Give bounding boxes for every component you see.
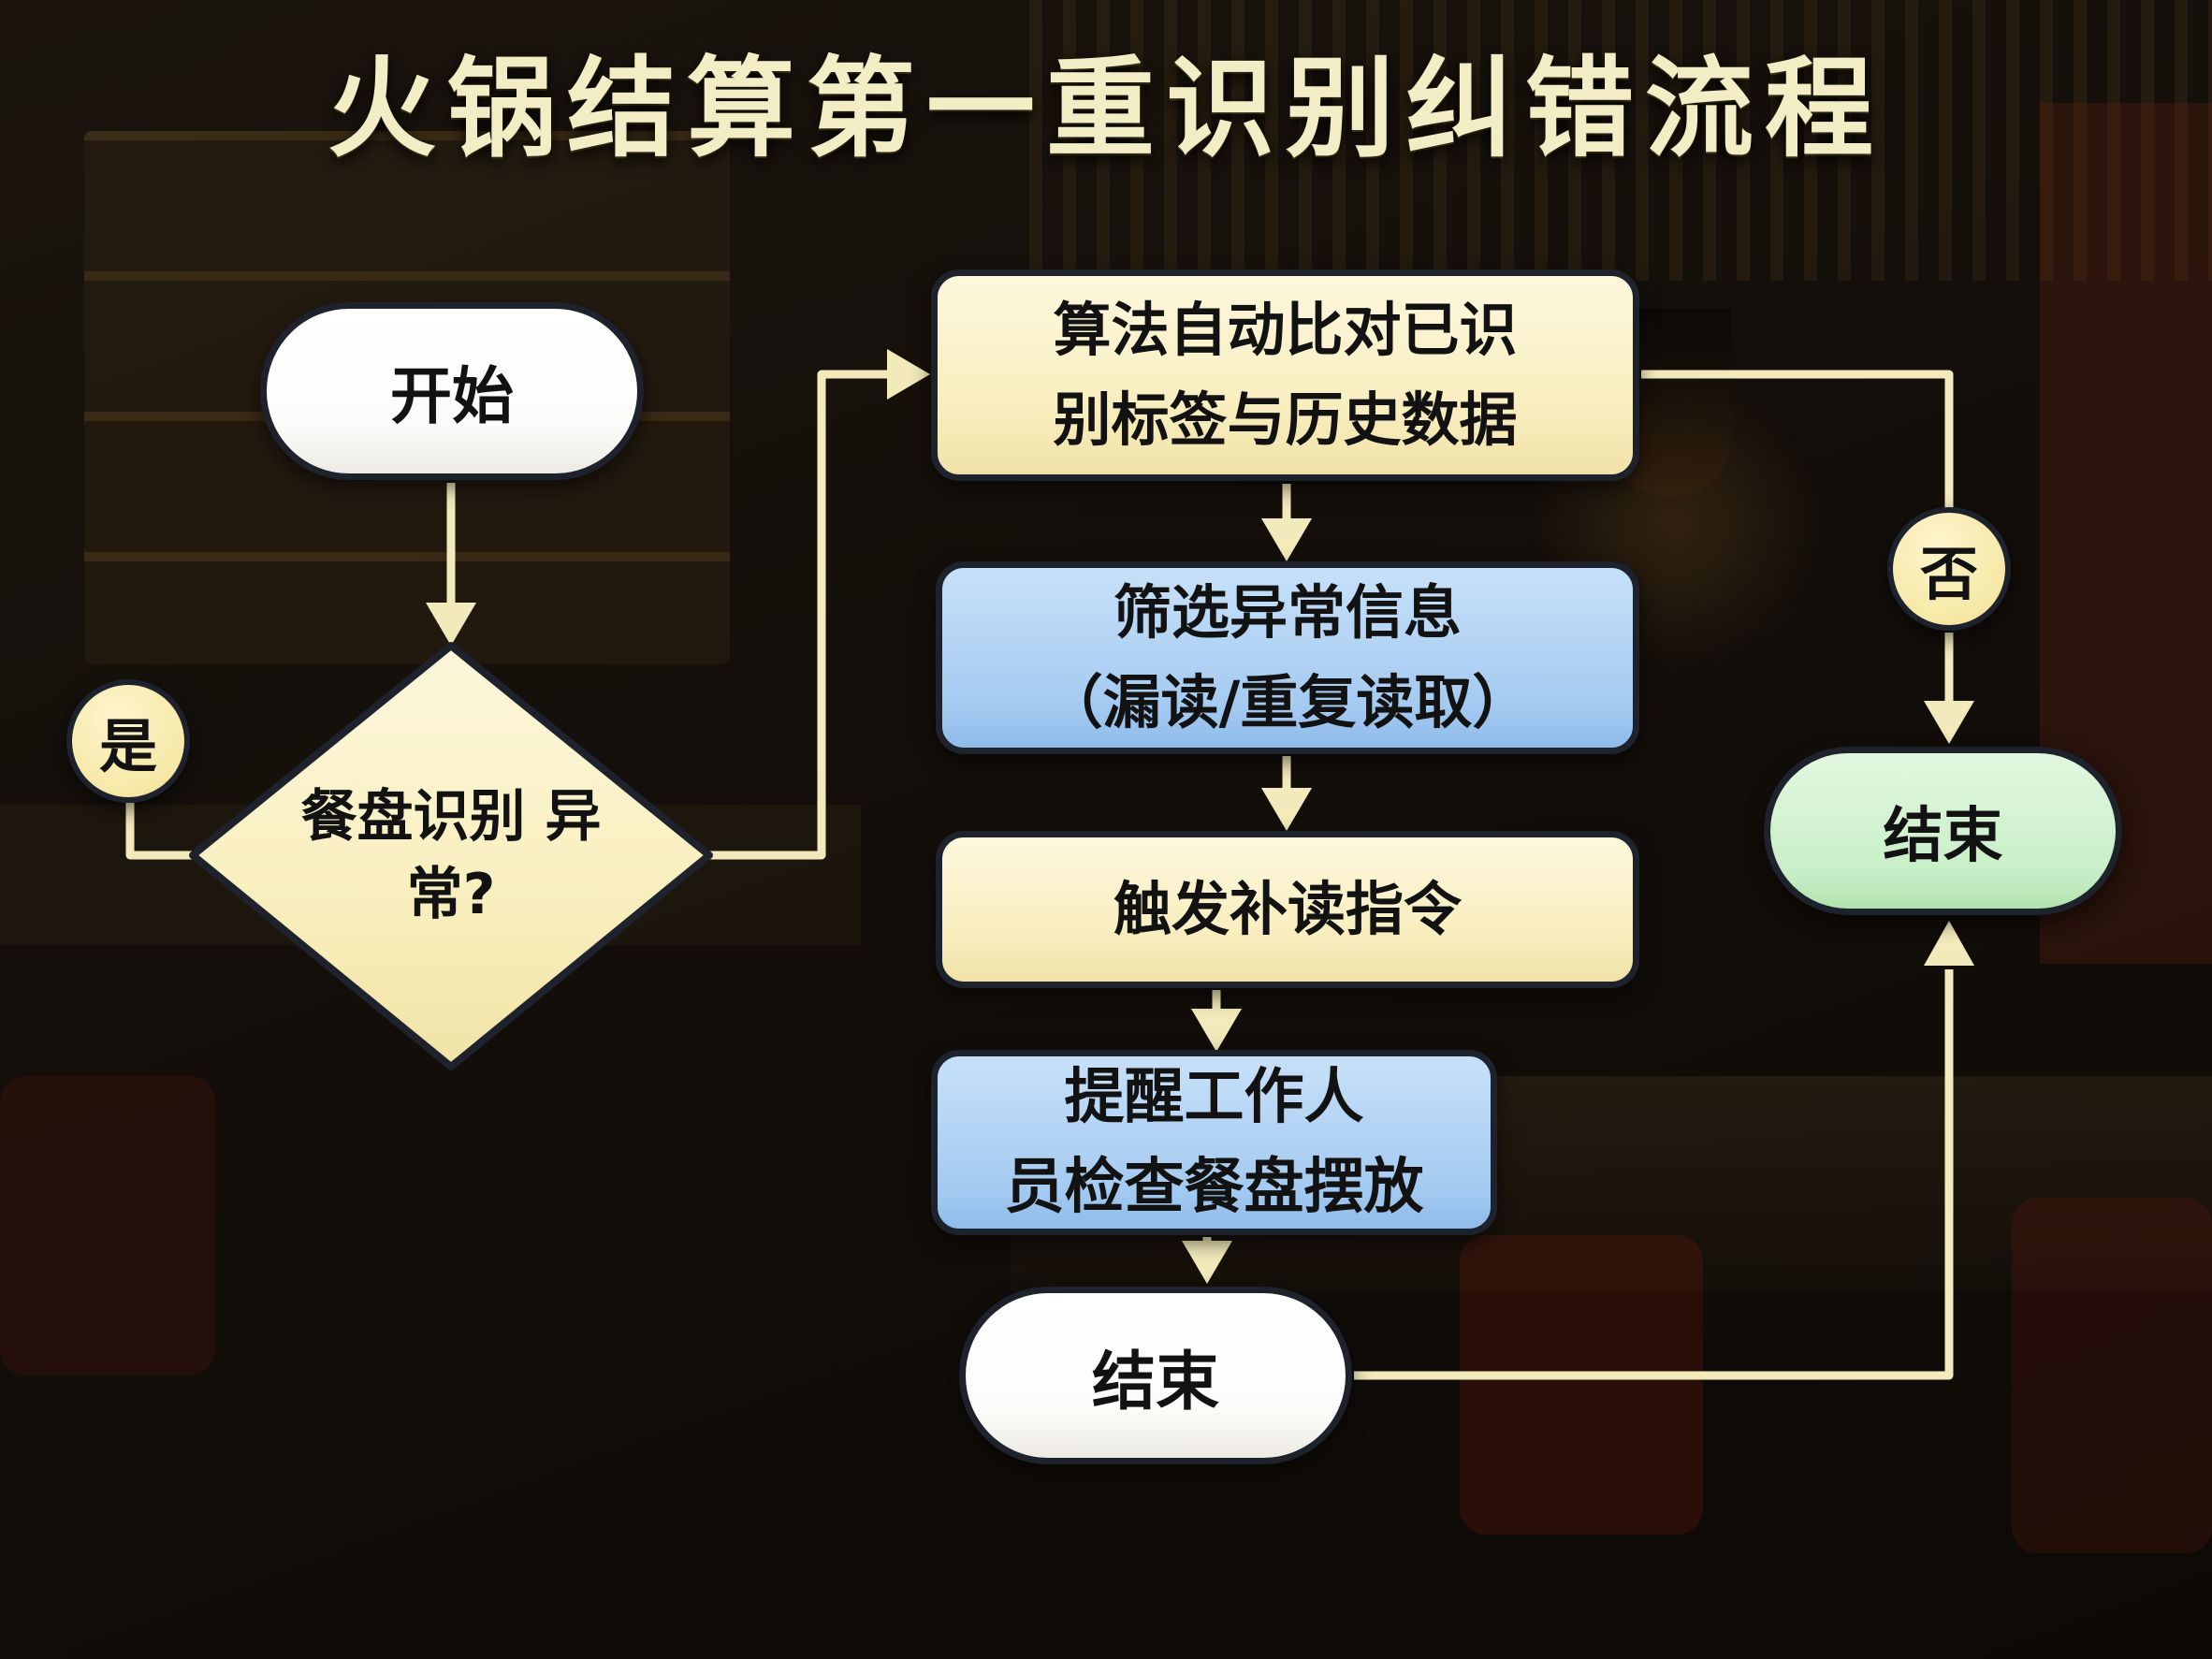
process-box-trigger: 触发补读指令 xyxy=(936,831,1639,988)
background-wood-slats xyxy=(1029,0,2212,281)
compare-label-line1: 算法自动比对已识 xyxy=(1053,295,1518,364)
process-box-remind: 提醒工作人 员检查餐盘摆放 xyxy=(931,1050,1497,1235)
end-node-main: 结束 xyxy=(959,1287,1352,1464)
end-main-label: 结束 xyxy=(1091,1345,1219,1419)
flowchart-title: 火锅结算第一重识别纠错流程 xyxy=(327,46,1885,172)
filter-label-line1: 筛选异常信息 xyxy=(1113,577,1462,647)
connector-end-to-end-right-loop xyxy=(1354,969,1954,1380)
remind-label-line2: 员检查餐盘摆放 xyxy=(1004,1153,1424,1222)
arrowhead-into-trigger xyxy=(1261,788,1312,831)
decision-diamond xyxy=(189,642,713,1070)
connector-compare-to-no-badge xyxy=(1641,370,1954,511)
background-red-chair xyxy=(2012,1198,2212,1553)
arrowhead-into-end xyxy=(1182,1241,1232,1284)
arrowhead-into-filter xyxy=(1261,518,1312,561)
no-badge-label: 否 xyxy=(1919,540,1978,608)
yes-badge-label: 是 xyxy=(98,712,157,780)
filter-label-line2: （漏读/重复读取） xyxy=(1044,668,1531,736)
arrowhead-into-compare xyxy=(887,349,930,400)
process-box-filter: 筛选异常信息 （漏读/重复读取） xyxy=(936,561,1639,754)
background-red-chair xyxy=(0,1076,215,1375)
end-node-right: 结束 xyxy=(1764,747,2122,915)
process-box-compare: 算法自动比对已识 别标签与历史数据 xyxy=(931,269,1639,481)
background-red-chair xyxy=(1460,1235,1703,1535)
end-right-label: 结束 xyxy=(1883,802,2003,871)
compare-label-line2: 别标签与历史数据 xyxy=(1053,386,1518,454)
decision-label-line2: 异常? xyxy=(406,784,602,927)
arrowhead-up-into-end-right xyxy=(1924,921,1974,966)
decision-label: 餐盘识别 异常? xyxy=(264,779,638,934)
arrowhead-into-end-right xyxy=(1924,701,1974,744)
arrowhead-into-remind xyxy=(1191,1009,1242,1052)
connector-decision-to-yes-badge xyxy=(125,803,193,860)
start-node: 开始 xyxy=(260,302,644,480)
arrowhead-into-decision xyxy=(426,603,476,646)
no-badge: 否 xyxy=(1887,507,2011,631)
remind-label-line1: 提醒工作人 xyxy=(1064,1063,1364,1132)
trigger-label: 触发补读指令 xyxy=(1113,874,1462,943)
start-label: 开始 xyxy=(390,360,514,432)
decision-label-line1: 餐盘识别 xyxy=(300,784,526,850)
yes-badge: 是 xyxy=(66,679,190,803)
connector-decision-to-compare xyxy=(709,370,887,860)
